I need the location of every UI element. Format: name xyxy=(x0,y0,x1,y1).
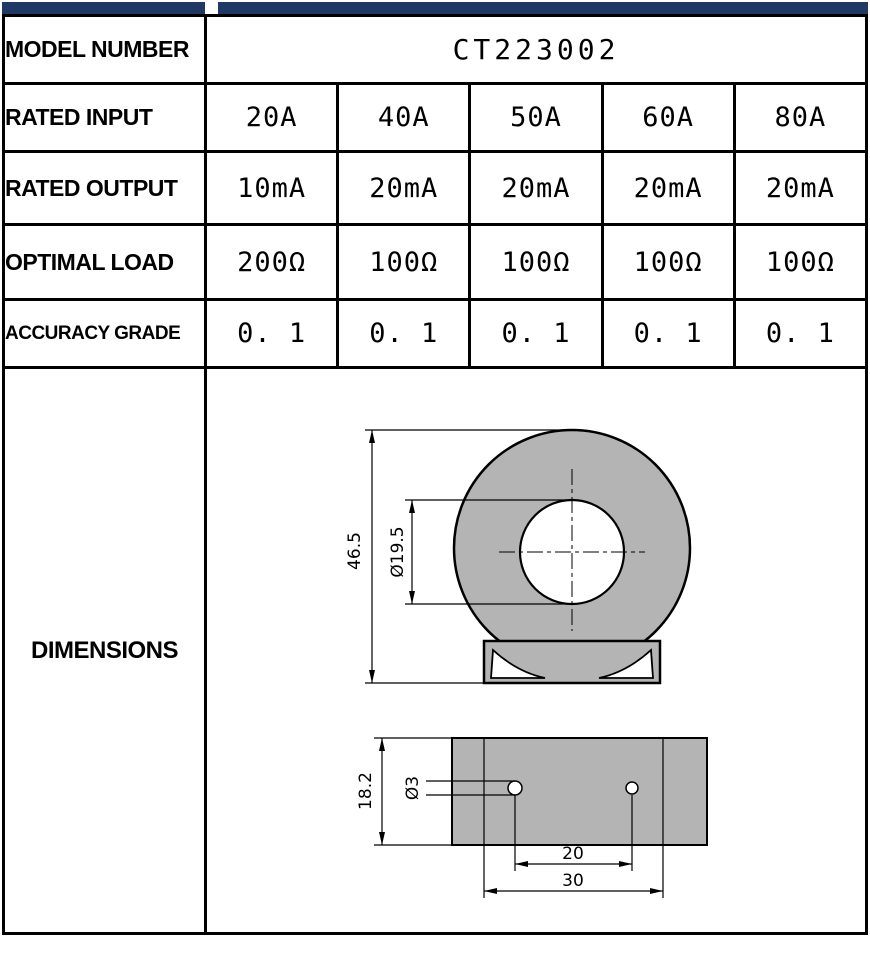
accuracy-grade-value-3: 0. 1 xyxy=(468,298,604,369)
accuracy-grade-value-2: 0. 1 xyxy=(336,298,472,369)
dim-mounting-hole: Ø3 xyxy=(403,776,515,800)
optimal-load-value-2: 100Ω xyxy=(336,223,472,301)
optimal-load-value-3: 100Ω xyxy=(468,223,604,301)
rated-output-value-4: 20mA xyxy=(600,150,736,226)
rated-input-value-2: 40A xyxy=(336,82,472,153)
rated-output-value-3: 20mA xyxy=(468,150,604,226)
row-optimal-load: OPTIMAL LOAD 200Ω 100Ω 100Ω 100Ω 100Ω xyxy=(2,223,869,301)
bottom-view-body xyxy=(451,737,708,846)
rated-input-value-5: 80A xyxy=(732,82,869,153)
accuracy-grade-label: ACCURACY GRADE xyxy=(2,298,207,369)
accuracy-grade-value-4: 0. 1 xyxy=(600,298,736,369)
accuracy-grade-value-5: 0. 1 xyxy=(732,298,869,369)
dim-base-height: 18.2 xyxy=(356,737,452,846)
mounting-hole-left xyxy=(507,780,523,796)
top-bar-gap xyxy=(205,2,218,14)
dim-base-width-label: 30 xyxy=(562,871,584,891)
top-accent-bar xyxy=(2,2,868,14)
dim-base-width: 30 xyxy=(483,845,664,898)
base-notch-left xyxy=(490,648,546,679)
rated-output-value-2: 20mA xyxy=(336,150,472,226)
spec-sheet: MODEL NUMBER CT223002 RATED INPUT 20A 40… xyxy=(0,2,870,935)
dim-overall-height-label: 46.5 xyxy=(345,532,365,570)
accuracy-grade-value-1: 0. 1 xyxy=(203,298,340,369)
optimal-load-value-5: 100Ω xyxy=(732,223,869,301)
dimensions-label: DIMENSIONS xyxy=(2,366,207,935)
row-rated-input: RATED INPUT 20A 40A 50A 60A 80A xyxy=(2,82,869,153)
rated-output-value-1: 10mA xyxy=(203,150,340,226)
mounting-hole-right xyxy=(625,781,639,795)
optimal-load-value-1: 200Ω xyxy=(203,223,340,301)
dim-hole-spacing: 20 xyxy=(514,795,633,871)
rated-input-value-3: 50A xyxy=(468,82,604,153)
front-view: 46.5 Ø19.5 xyxy=(345,428,692,685)
rated-input-label: RATED INPUT xyxy=(2,82,207,153)
model-number-value: CT223002 xyxy=(204,14,868,85)
model-number-label: MODEL NUMBER xyxy=(2,14,207,85)
top-bar-right-segment xyxy=(218,2,868,14)
dim-hole-diameter: Ø19.5 xyxy=(388,499,572,605)
dim-hole-spacing-label: 20 xyxy=(562,844,584,864)
row-rated-output: RATED OUTPUT 10mA 20mA 20mA 20mA 20mA xyxy=(2,150,869,226)
row-dimensions: DIMENSIONS xyxy=(2,366,868,935)
rated-output-label: RATED OUTPUT xyxy=(2,150,207,226)
dim-base-height-label: 18.2 xyxy=(356,772,376,810)
rated-input-value-1: 20A xyxy=(203,82,340,153)
spec-table: MODEL NUMBER CT223002 RATED INPUT 20A 40… xyxy=(2,14,869,935)
dimensions-drawing: 46.5 Ø19.5 xyxy=(345,428,708,898)
base-notch-right xyxy=(598,648,654,679)
optimal-load-value-4: 100Ω xyxy=(600,223,736,301)
rated-output-value-5: 20mA xyxy=(732,150,869,226)
dim-hole-diameter-label: Ø19.5 xyxy=(388,526,408,577)
row-model-number: MODEL NUMBER CT223002 xyxy=(2,14,868,85)
bottom-view: 18.2 Ø3 20 xyxy=(356,737,708,898)
row-accuracy-grade: ACCURACY GRADE 0. 1 0. 1 0. 1 0. 1 0. 1 xyxy=(2,298,869,369)
top-bar-left-segment xyxy=(2,2,205,14)
dimensions-drawing-cell: 46.5 Ø19.5 xyxy=(204,366,868,935)
optimal-load-label: OPTIMAL LOAD xyxy=(2,223,207,301)
dim-overall-height: 46.5 xyxy=(345,429,572,684)
rated-input-value-4: 60A xyxy=(600,82,736,153)
dim-mounting-hole-label: Ø3 xyxy=(403,776,423,800)
